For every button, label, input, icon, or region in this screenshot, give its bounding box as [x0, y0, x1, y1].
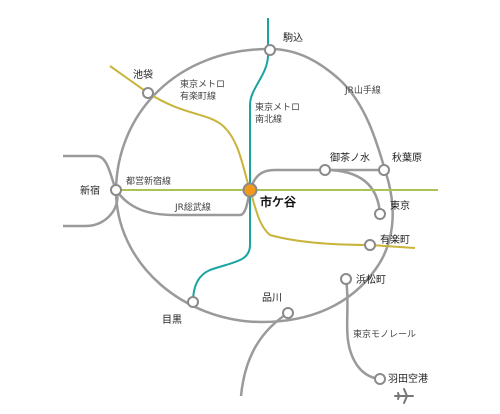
label-komagome: 駒込	[283, 32, 303, 44]
station-ikebukuro[interactable]	[142, 87, 154, 99]
label-line-sobu: JR総武線	[174, 201, 211, 213]
label-line-namboku-1: 東京メトロ	[255, 101, 300, 113]
label-tokyo: 東京	[390, 199, 410, 212]
label-ochanomizu: 御茶ノ水	[330, 151, 370, 164]
station-ichigaya-current[interactable]	[242, 182, 258, 198]
namboku-line	[192, 18, 269, 303]
label-akihabara: 秋葉原	[392, 151, 422, 164]
label-ichigaya-current: 市ケ谷	[260, 194, 297, 209]
label-line-yamanote: JR山手線	[344, 84, 381, 96]
label-haneda: 羽田空港	[388, 372, 428, 385]
station-akihabara[interactable]	[378, 164, 390, 176]
station-hamamatsucho[interactable]	[340, 273, 352, 285]
label-yurakucho: 有楽町	[380, 233, 410, 246]
airplane-icon	[394, 388, 414, 404]
station-komagome[interactable]	[264, 44, 276, 56]
label-line-toei-shinjuku: 都営新宿線	[126, 175, 171, 187]
station-ochanomizu[interactable]	[319, 164, 331, 176]
label-meguro: 目黒	[162, 314, 182, 326]
label-shinagawa: 品川	[262, 292, 282, 304]
yamanote-line-loop	[114, 47, 394, 324]
label-ikebukuro: 池袋	[133, 68, 153, 81]
jr-line-south-1	[239, 311, 289, 397]
station-shinagawa[interactable]	[282, 307, 294, 319]
chuo-line-to-tokyo	[324, 168, 382, 215]
label-line-monorail: 東京モノレール	[353, 328, 416, 340]
station-yurakucho[interactable]	[364, 239, 376, 251]
label-shinjuku: 新宿	[80, 184, 100, 197]
monorail-line	[344, 278, 381, 381]
label-line-yurakucho-1: 東京メトロ	[180, 78, 225, 90]
station-meguro[interactable]	[187, 296, 199, 308]
station-haneda[interactable]	[374, 373, 386, 385]
label-hamamatsucho: 浜松町	[356, 273, 386, 286]
label-line-namboku: 東京メトロ 南北線	[255, 101, 303, 125]
station-tokyo[interactable]	[374, 208, 386, 220]
station-shinjuku[interactable]	[110, 184, 122, 196]
label-line-yurakucho: 東京メトロ 有楽町線	[180, 78, 228, 102]
label-line-yurakucho-2: 有楽町線	[180, 90, 216, 102]
label-line-namboku-2: 南北線	[255, 113, 282, 125]
